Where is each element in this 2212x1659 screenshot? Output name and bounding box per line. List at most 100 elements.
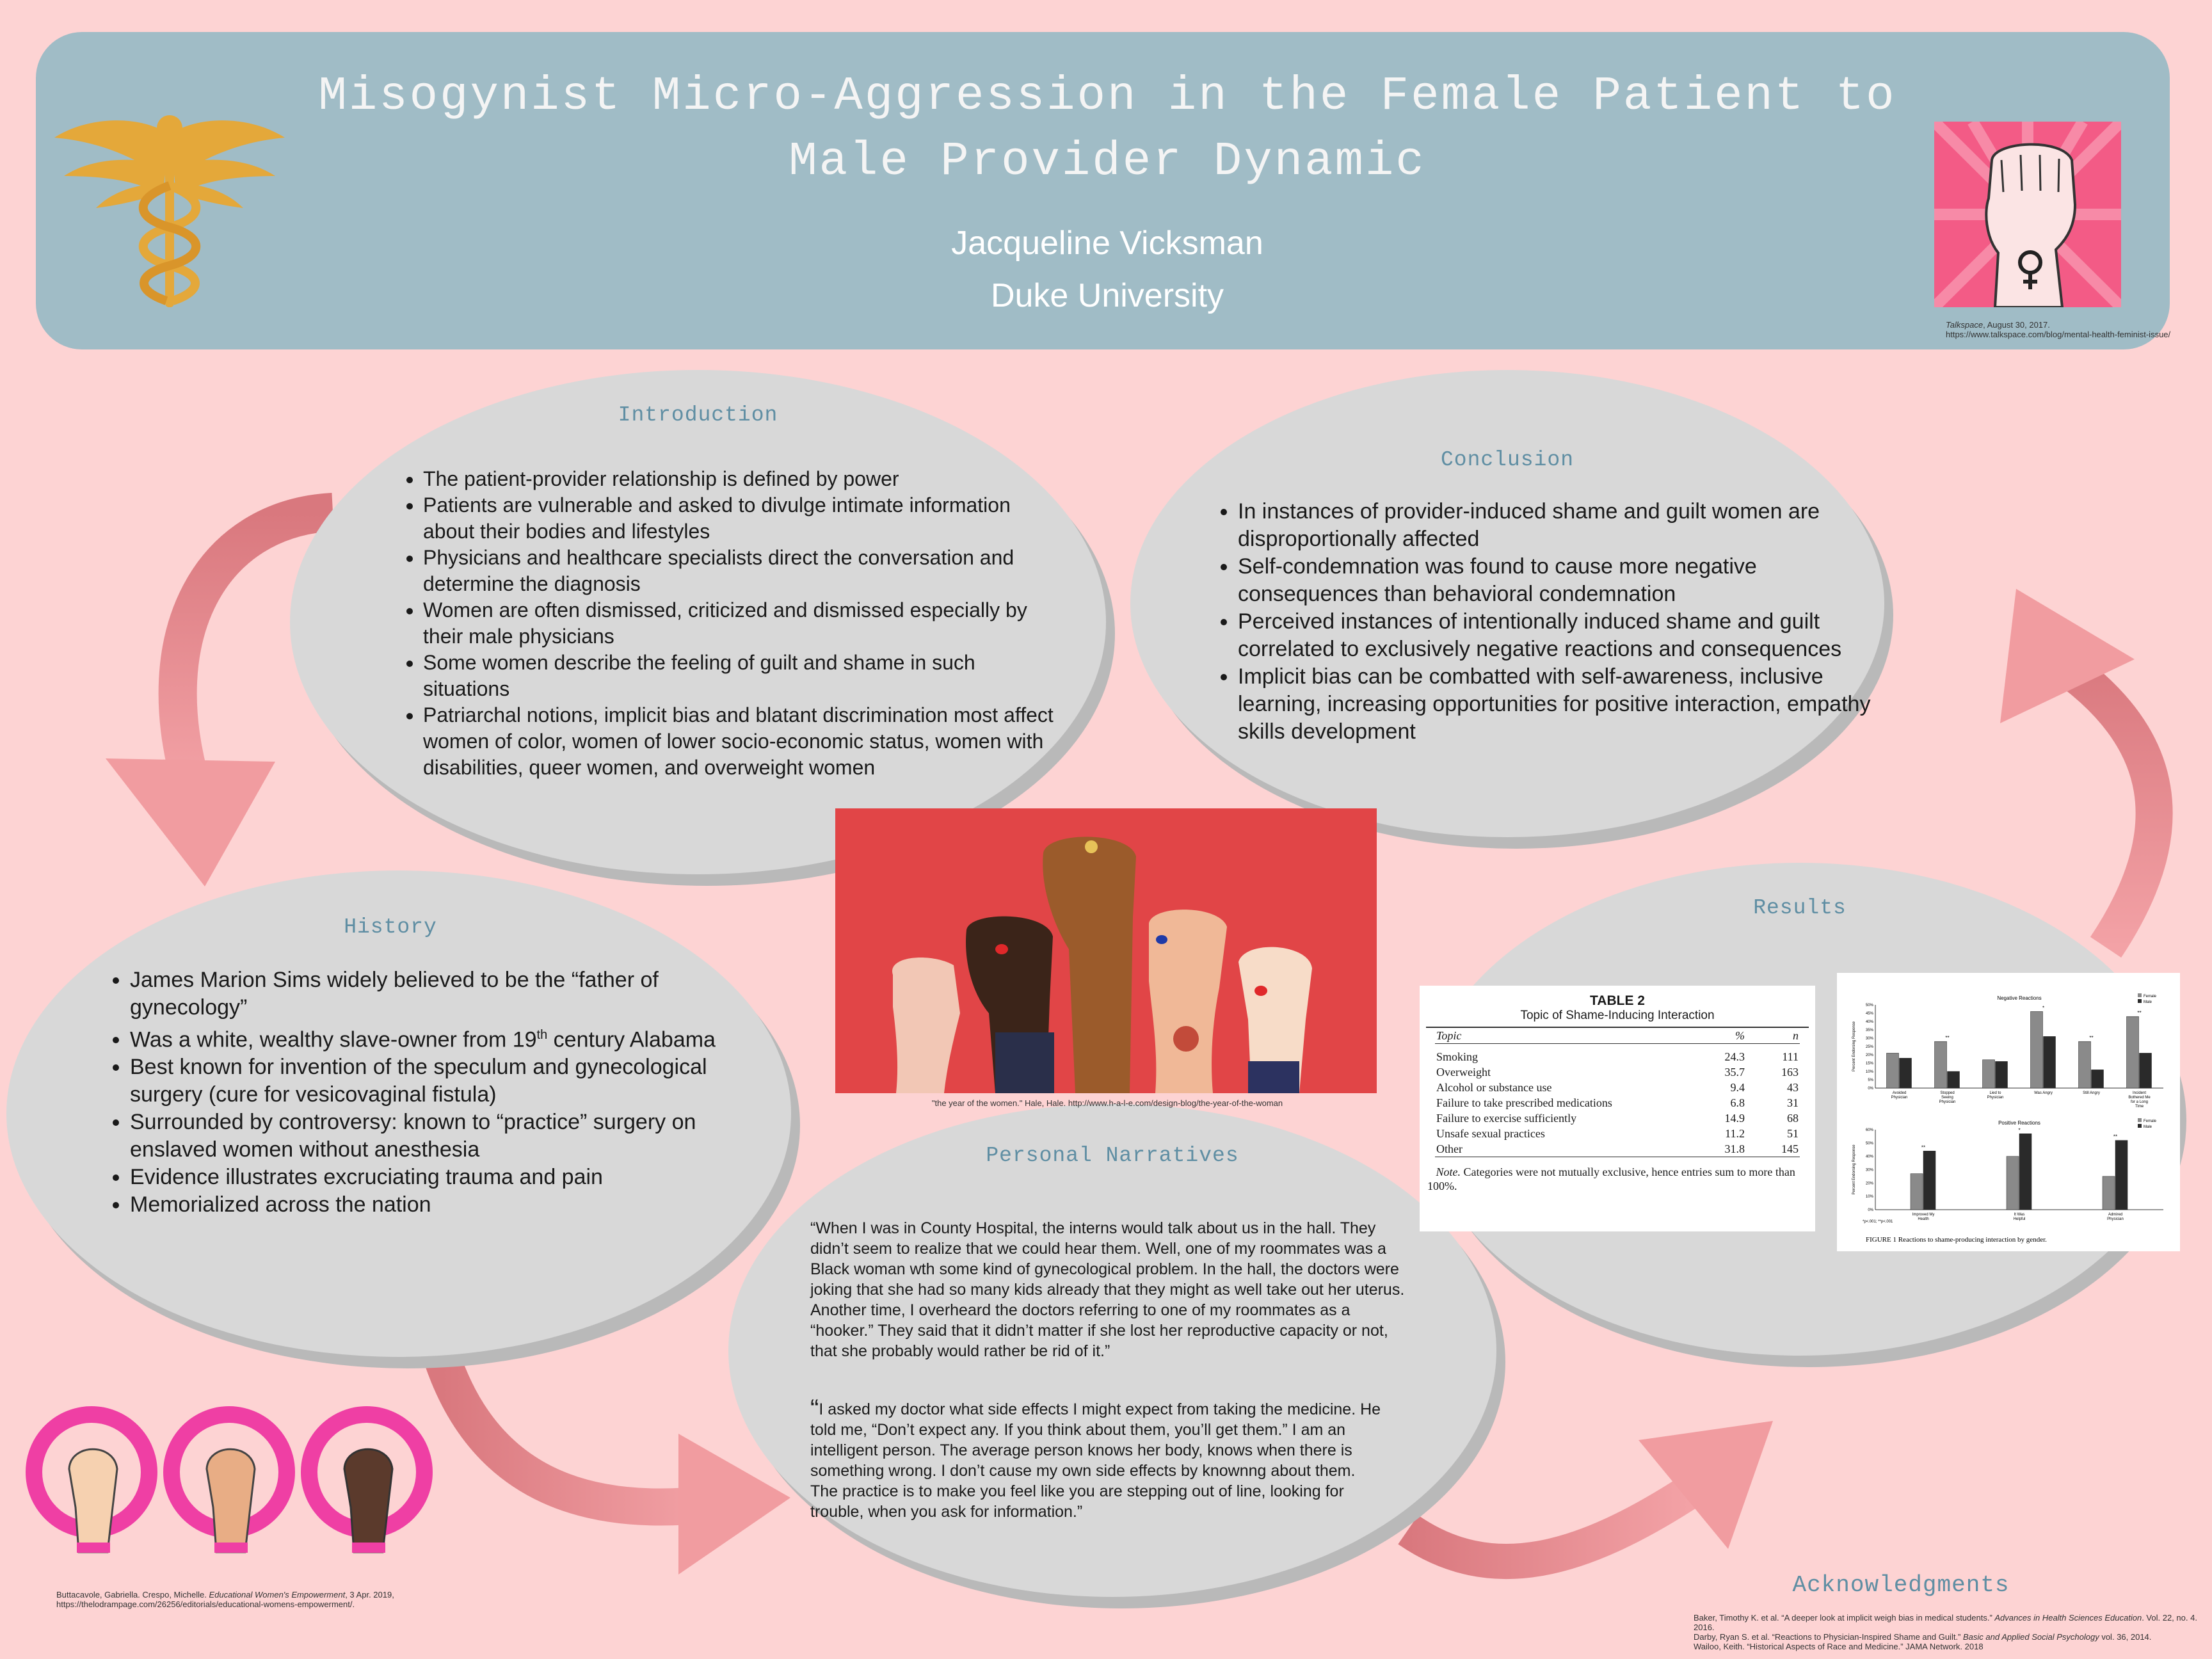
legend-swatch	[2138, 999, 2142, 1003]
narrative-quote-1: “When I was in County Hospital, the inte…	[810, 1219, 1405, 1360]
arrow-results-to-conclusion	[2000, 589, 2173, 958]
table-subtitle: Topic of Shame-Inducing Interaction	[1520, 1009, 1715, 1022]
bar-male	[1899, 1057, 1912, 1089]
legend-swatch	[2138, 1124, 2142, 1128]
list-item: Best known for invention of the speculum…	[130, 1054, 744, 1109]
legend-label: Male	[2144, 1125, 2152, 1129]
history-title: History	[344, 915, 437, 939]
significance-label: **	[1945, 1035, 1949, 1041]
list-item: Patients are vulnerable and asked to div…	[423, 492, 1057, 545]
x-tick-label: Helpful	[2014, 1217, 2026, 1221]
list-item: In instances of provider-induced shame a…	[1238, 498, 1884, 553]
chart-title: Positive Reactions	[1998, 1120, 2040, 1126]
bar-male	[1947, 1071, 1960, 1089]
bar-female	[1934, 1041, 1947, 1089]
chart-title: Negative Reactions	[1997, 995, 2041, 1001]
raised-fists-image	[835, 808, 1377, 1093]
bar-male	[1923, 1151, 1936, 1210]
bar-male	[2139, 1053, 2152, 1089]
narratives-section: Personal Narratives “When I was in Count…	[728, 1104, 1496, 1597]
y-tick-label: 20%	[1866, 1054, 1874, 1057]
x-tick-label: Physician	[2107, 1217, 2124, 1221]
table-note: Note. Categories were not mutually exclu…	[1427, 1166, 1795, 1192]
list-item: Surrounded by controversy: known to “pra…	[130, 1109, 744, 1164]
legend-label: Female	[2144, 995, 2157, 998]
conclusion-bullets: In instances of provider-induced shame a…	[1214, 498, 1884, 746]
x-tick-label: Physician	[1987, 1096, 2004, 1100]
x-tick-label: Still Angry	[2083, 1091, 2100, 1095]
y-tick-label: 15%	[1866, 1062, 1874, 1066]
x-tick-label: Bothered Me	[2128, 1096, 2151, 1100]
y-tick-label: 0%	[1868, 1087, 1873, 1091]
reference-item: Wailoo, Keith. “Historical Aspects of Ra…	[1694, 1642, 1984, 1651]
significance-label: **	[2113, 1134, 2117, 1140]
x-tick-label: Lied to	[1989, 1091, 2001, 1095]
bar-female	[2006, 1156, 2019, 1210]
bar-male	[2019, 1134, 2032, 1210]
history-section: History James Marion Sims widely believe…	[6, 870, 791, 1357]
y-tick-label: 25%	[1866, 1045, 1874, 1049]
center-image-caption: "the year of the women." Hale, Hale. htt…	[931, 1098, 1283, 1108]
header-image-credit: Talkspace, August 30, 2017. https://www.…	[1946, 320, 2171, 339]
x-tick-label: Admired	[2108, 1213, 2122, 1217]
raised-fist-venus-image	[1934, 122, 2121, 307]
reference-item: Baker, Timothy K. et al. “A deeper look …	[1694, 1613, 2197, 1632]
results-title: Results	[1753, 896, 1847, 920]
y-tick-label: 0%	[1868, 1208, 1873, 1212]
y-tick-label: 50%	[1866, 1004, 1874, 1007]
list-item: Perceived instances of intentionally ind…	[1238, 608, 1884, 663]
poster-title: Misogynist Micro-Aggression in the Femal…	[318, 70, 1896, 189]
introduction-section: Introduction The patient-provider relati…	[290, 370, 1106, 874]
significance-label: *	[2018, 1127, 2020, 1133]
x-tick-label: Improved My	[1912, 1213, 1935, 1217]
header-banner	[36, 32, 2170, 349]
legend-label: Female	[2144, 1119, 2157, 1123]
acknowledgments-title: Acknowledgments	[1792, 1572, 2010, 1598]
conclusion-section: Conclusion In instances of provider-indu…	[1130, 370, 1884, 837]
bar-female	[1982, 1059, 1995, 1089]
list-item: Was a white, wealthy slave-owner from 19…	[130, 1022, 744, 1054]
list-item: Evidence illustrates excruciating trauma…	[130, 1164, 744, 1191]
list-item: Some women describe the feeling of guilt…	[423, 650, 1057, 702]
list-item: The patient-provider relationship is def…	[423, 466, 1057, 492]
list-item: James Marion Sims widely believed to be …	[130, 966, 744, 1022]
bar-male	[2091, 1070, 2104, 1089]
list-item: Self-condemnation was found to cause mor…	[1238, 553, 1884, 608]
list-item: Memorialized across the nation	[130, 1191, 744, 1219]
x-tick-label: Seeing	[1941, 1096, 1953, 1100]
y-tick-label: 10%	[1866, 1195, 1874, 1199]
bar-female	[1910, 1173, 1923, 1210]
list-item: Women are often dismissed, criticized an…	[423, 597, 1057, 650]
y-axis-label: Percent Endorsing Response	[1852, 1144, 1856, 1195]
affiliation: Duke University	[990, 277, 1224, 314]
significance-label: *	[2042, 1005, 2044, 1011]
legend-swatch	[2138, 1118, 2142, 1122]
y-tick-label: 40%	[1866, 1020, 1874, 1024]
author-name: Jacqueline Vicksman	[951, 225, 1263, 262]
legend-label: Male	[2144, 1000, 2152, 1004]
conclusion-title: Conclusion	[1440, 448, 1575, 472]
y-tick-label: 30%	[1866, 1169, 1874, 1173]
significance-label: **	[1921, 1144, 1925, 1150]
y-tick-label: 10%	[1866, 1070, 1874, 1074]
y-tick-label: 60%	[1866, 1128, 1874, 1132]
bottom-left-image-credit: Buttacavole, Gabriella. Crespo, Michelle…	[56, 1590, 394, 1609]
list-item: Implicit bias can be combatted with self…	[1238, 663, 1884, 746]
history-bullets: James Marion Sims widely believed to be …	[106, 966, 744, 1219]
bar-male	[2115, 1140, 2128, 1210]
significance-label: **	[2089, 1035, 2093, 1041]
x-tick-label: Time	[2135, 1105, 2144, 1109]
reactions-bar-charts: Negative Reactions50%45%40%35%30%25%20%1…	[1852, 993, 2163, 1244]
list-item: Physicians and healthcare specialists di…	[423, 545, 1057, 597]
bar-female	[1886, 1053, 1899, 1089]
x-tick-label: Incident	[2133, 1091, 2146, 1095]
bar-male	[1995, 1061, 2008, 1089]
